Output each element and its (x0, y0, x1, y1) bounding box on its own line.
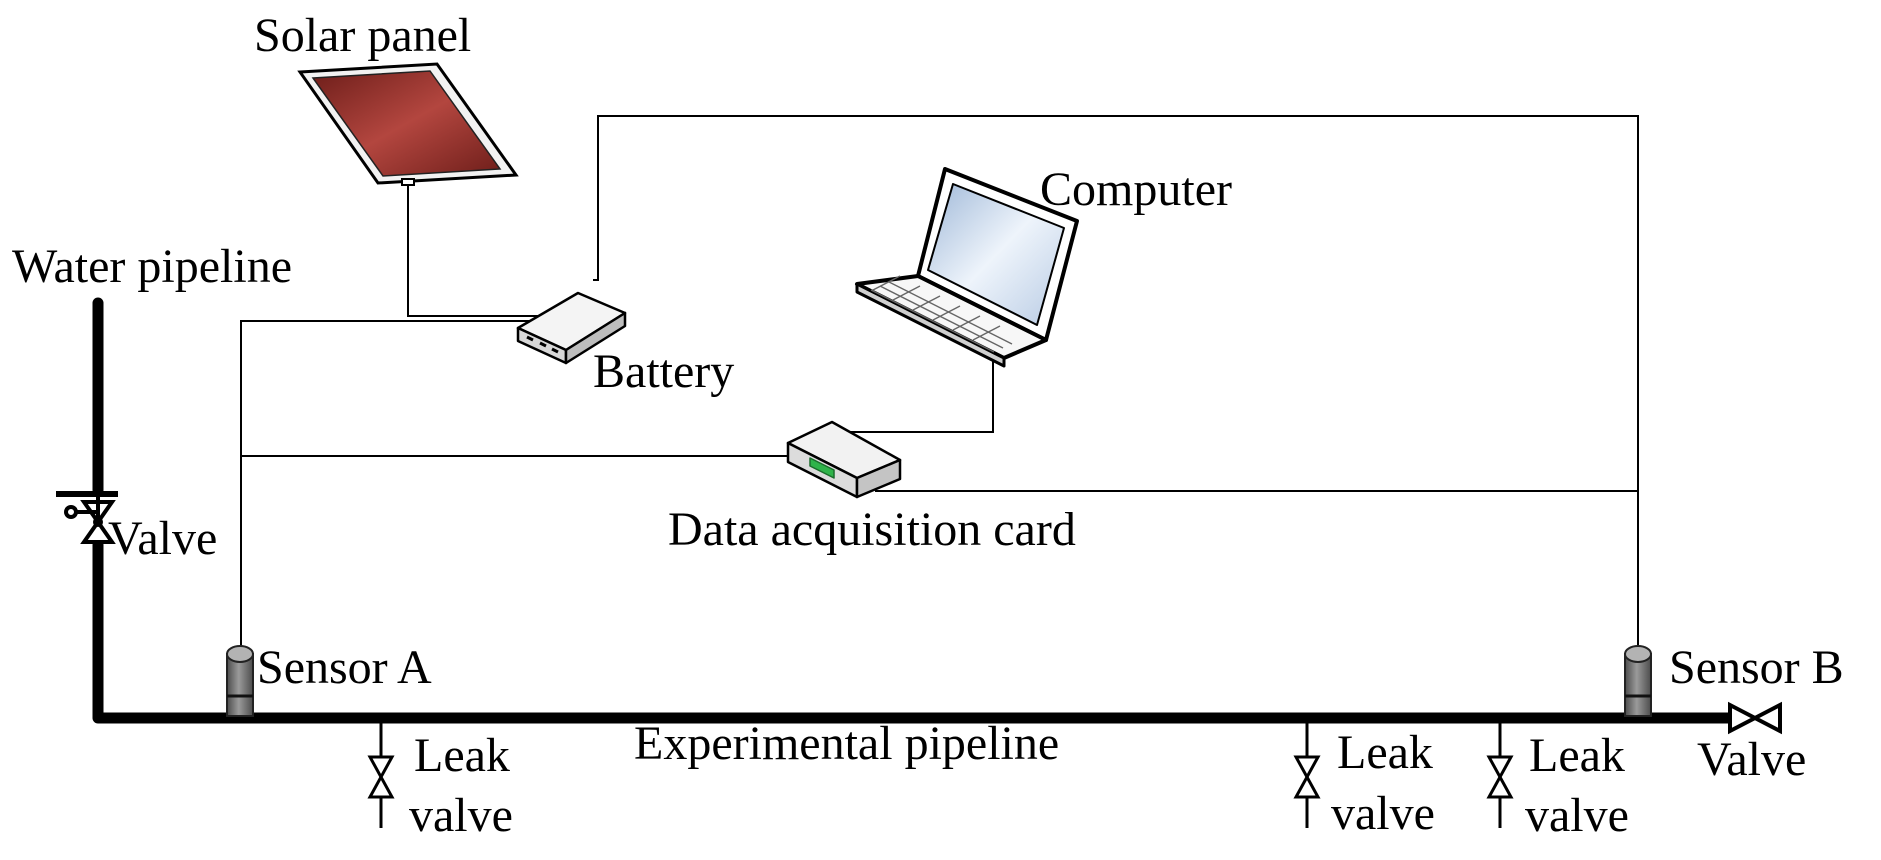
wire-battery-to-sensor-b (593, 115, 1639, 655)
solar-panel-icon (297, 62, 519, 186)
computer-label: Computer (1040, 163, 1232, 216)
valve-right-icon (1728, 701, 1782, 735)
leak-valve-label-2-line1: Leak (1337, 726, 1433, 779)
water-pipeline (92, 297, 1741, 724)
sensor-a-icon (226, 645, 254, 717)
valve-right-label: Valve (1697, 733, 1807, 786)
valve-left-icon (56, 491, 118, 544)
water-pipeline-lower (92, 539, 1741, 724)
battery-label: Battery (593, 345, 735, 398)
leak-valve-label-2-line2: valve (1331, 787, 1435, 840)
solar-panel-label: Solar panel (254, 9, 472, 62)
experimental-pipeline-label: Experimental pipeline (634, 717, 1060, 770)
leak-valve-label-3-line1: Leak (1529, 729, 1625, 782)
valve-left-label: Valve (108, 512, 218, 565)
leak-valve-icon-2 (1293, 723, 1321, 828)
leak-valve-label-1-line1: Leak (414, 729, 510, 782)
wire-computer-to-daq (838, 358, 994, 433)
wire-solar-to-battery (407, 182, 548, 317)
sensor-b-icon (1624, 645, 1652, 717)
leak-valve-label-3-line2: valve (1525, 789, 1629, 842)
water-pipeline-label: Water pipeline (12, 240, 293, 293)
leak-valve-icon-1 (367, 723, 395, 828)
sensor-b-label: Sensor B (1669, 641, 1844, 694)
leak-valve-icon-3 (1486, 723, 1514, 828)
battery-icon (516, 291, 627, 365)
data-acquisition-card-label: Data acquisition card (668, 503, 1076, 556)
wire-battery-to-sensor-a (240, 320, 548, 655)
signal-wires (240, 115, 1639, 655)
sensor-a-label: Sensor A (257, 641, 432, 694)
data-acquisition-card-icon (786, 420, 902, 499)
leak-valve-label-1-line2: valve (409, 789, 513, 842)
computer-icon (855, 167, 1079, 368)
